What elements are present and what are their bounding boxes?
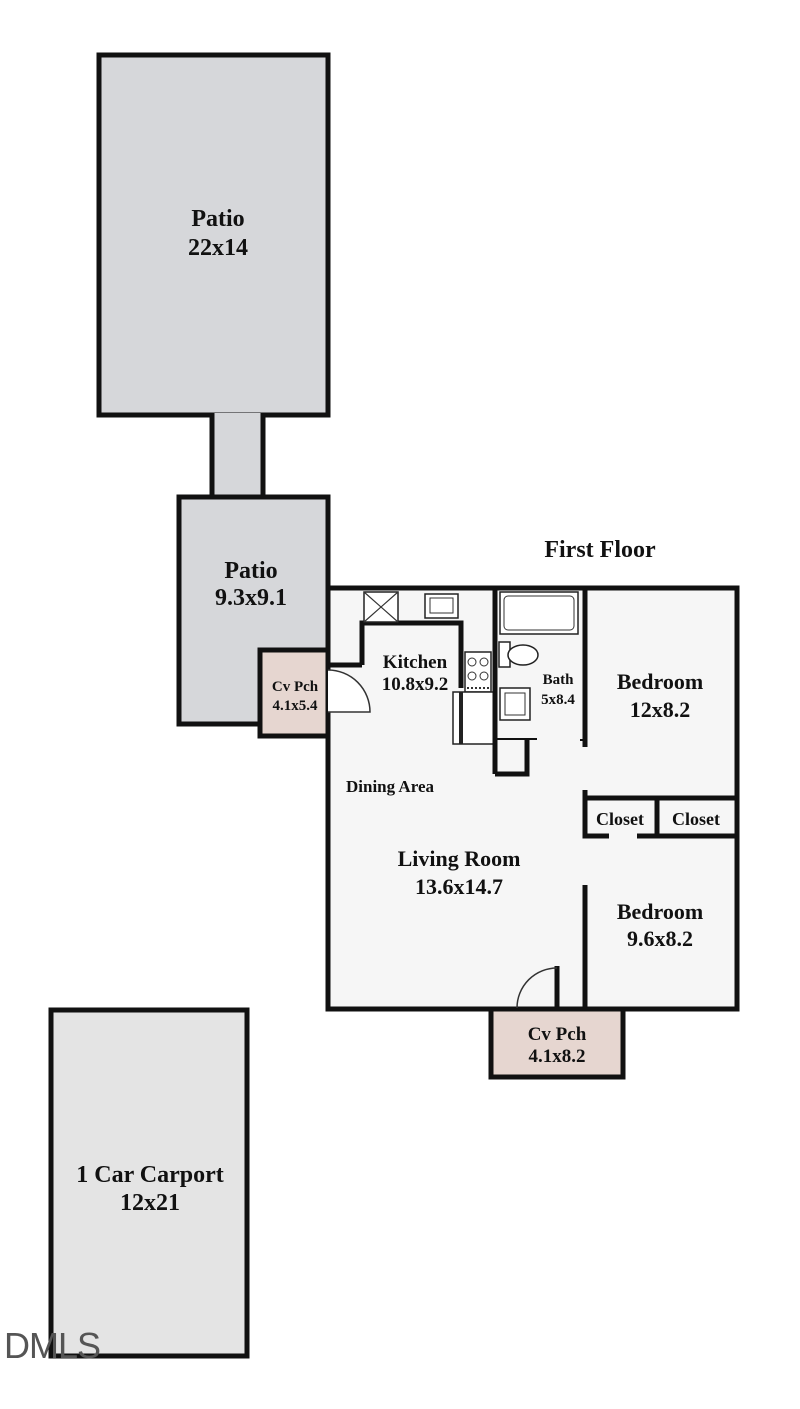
closet-1-label: Closet: [596, 809, 644, 829]
bedroom-2-dims: 9.6x8.2: [627, 926, 693, 951]
kitchen-dims: 10.8x9.2: [382, 674, 449, 695]
mls-watermark: DMLS: [4, 1325, 101, 1366]
patio-large-name: Patio: [191, 206, 244, 232]
patio-connector: [212, 413, 263, 498]
patio-small-name: Patio: [224, 558, 277, 584]
closet-wall: [582, 790, 609, 839]
carport-dims: 12x21: [120, 1190, 180, 1216]
bath-name: Bath: [543, 672, 575, 688]
living-room-name: Living Room: [398, 846, 521, 871]
front-door-swing: [516, 967, 558, 1009]
bath-dims: 5x8.4: [541, 692, 575, 708]
patio-small-dims: 9.3x9.1: [215, 585, 287, 611]
bathtub-icon: [499, 591, 579, 635]
bedroom-1-name: Bedroom: [617, 669, 703, 694]
kitchen-wall: [359, 620, 464, 688]
toilet-icon: [498, 641, 539, 668]
patio-large-dims: 22x14: [188, 235, 248, 261]
side-door-swing: [327, 669, 371, 713]
stove-icon: [464, 651, 492, 693]
living-room-dims: 13.6x14.7: [415, 874, 503, 899]
bedroom-2-name: Bedroom: [617, 899, 703, 924]
cv-pch-side-area: [257, 647, 331, 739]
floor-title: First Floor: [544, 537, 656, 563]
kitchen-name: Kitchen: [383, 652, 448, 673]
cv-pch-front-name: Cv Pch: [528, 1024, 587, 1045]
dining-area-label: Dining Area: [346, 777, 435, 796]
patio-large-area: [96, 52, 331, 418]
carport-name: 1 Car Carport: [76, 1162, 224, 1188]
bedroom-1-dims: 12x8.2: [630, 697, 691, 722]
closet-2-label: Closet: [672, 809, 720, 829]
pantry-box: [363, 591, 399, 623]
cv-pch-side-name: Cv Pch: [272, 679, 319, 695]
cv-pch-front-dims: 4.1x8.2: [529, 1046, 586, 1067]
cv-pch-side-dims: 4.1x5.4: [273, 698, 319, 714]
